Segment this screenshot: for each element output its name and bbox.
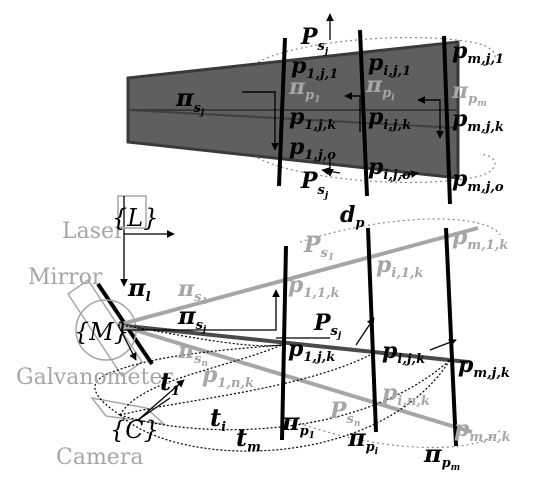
label-p-i-j-o: pi,j,o (368, 154, 411, 183)
top-image-line-pi (358, 29, 369, 197)
label-d-p: dp (340, 202, 364, 231)
label-p-i-j-1: pi,j,1 (368, 50, 411, 79)
label-laser: Laser (62, 219, 125, 244)
bottom-image-line-pm (444, 227, 458, 447)
camera-ray-outer-lower (119, 359, 451, 452)
label-frame-C: {C} (110, 416, 159, 444)
label-ti: ti (210, 403, 226, 435)
bottom-dotted-arc-lower (289, 419, 501, 449)
label-pi-pi-top: πpi (365, 72, 395, 103)
beam-row-k (127, 109, 459, 129)
camera-ray-outer-left (94, 344, 283, 416)
beam-sj (117, 323, 469, 364)
label-p-1-j-k-bottom: p1,j,k (288, 336, 335, 365)
label-pi-sj-top: πsj (175, 83, 205, 118)
label-tm: tm (236, 423, 261, 455)
top-dotted-envelope-lower (257, 153, 496, 184)
label-p-m-j-o: pm,j,o (452, 166, 504, 195)
label-p-1-n-k: p1,n,k (202, 362, 254, 391)
label-P-s1: Ps1 (303, 232, 334, 263)
mirror-frame-box (66, 278, 144, 378)
label-ps-bottom: Psj (300, 168, 329, 201)
arrow-d-p (321, 167, 341, 176)
label-frame-L: {L} (112, 204, 158, 232)
label-p-m-j-k-top: pm,j,k (452, 106, 504, 135)
label-p-1-j-k-top: p1,j,k (289, 104, 336, 133)
arrow-pi-sj-frame (120, 289, 280, 331)
label-P-sj: Psj (313, 310, 342, 341)
label-p-i-j-k-bottom: pi,j,k (382, 338, 425, 367)
label-pi-pm-top: πpm (451, 78, 487, 109)
label-frame-M: {M} (74, 318, 129, 346)
label-pi-pm-bottom: πpm (423, 439, 460, 473)
label-p-m-j-1: pm,j,1 (452, 38, 504, 67)
laser-frame-box (117, 195, 147, 229)
label-pi-p1-bottom: πp1 (281, 407, 315, 441)
label-p-1-j-o: p1,j,o (289, 134, 336, 163)
label-p-m-n-k: pm,n,k (454, 416, 511, 445)
camera-arrow-t1 (137, 379, 185, 421)
label-p-i-n-k: pi,n,k (382, 380, 430, 409)
camera-ray-outer-upper (117, 324, 283, 347)
label-p-i-1-k: pi,1,k (376, 252, 423, 281)
arrow-pmjk (429, 338, 457, 351)
label-pi-sn: πsn (177, 338, 208, 369)
bottom-image-line-p1 (280, 245, 288, 441)
bottom-image-line-pi (366, 227, 378, 433)
label-pi-l: πl (127, 273, 151, 305)
label-p-1-1-k: p1,1,k (288, 272, 340, 301)
label-p-1-j-1: p1,j,1 (291, 53, 338, 82)
label-mirror: Mirror (28, 265, 103, 290)
label-p-m-j-k-bottom: pm,j,k (458, 352, 510, 381)
camera-arrow-ti (137, 397, 171, 421)
arrow-d-p2 (399, 170, 419, 179)
label-P-sn: Psn (329, 398, 360, 429)
label-pi-sj-bottom: πsj (177, 301, 207, 335)
label-t1: t1 (160, 367, 180, 399)
top-image-line-pm (442, 35, 452, 205)
label-p-i-j-k-top: pi,j,k (368, 104, 411, 133)
label-pi-p1-top: πp1 (288, 74, 320, 105)
bottom-panel: Laser {L} Mirror {M} Galvanometer {C} Ca… (16, 195, 511, 473)
top-image-line-p1 (277, 37, 287, 187)
arrow-pijk (355, 317, 375, 346)
top-panel: Psj p1,j,1 pi,j,1 pm,j,1 πp1 πpi πpm πsj… (126, 13, 504, 231)
label-p-m-1-k: pm,1,k (452, 224, 508, 253)
beam-sn (117, 323, 473, 434)
camera-ray-tm (119, 359, 451, 431)
arrow-m-down (117, 324, 137, 361)
beam-s1 (117, 226, 479, 327)
label-camera: Camera (56, 445, 143, 470)
bottom-dotted-arc-upper (299, 218, 501, 243)
top-dotted-envelope-upper (257, 36, 496, 67)
label-pi-pi-bottom: πpi (347, 423, 379, 457)
label-pi-s1: πs1 (177, 276, 208, 307)
camera-ray-t1 (119, 344, 283, 416)
label-galvanometer: Galvanometer (16, 365, 173, 390)
label-ps-top: Psj (300, 24, 329, 57)
